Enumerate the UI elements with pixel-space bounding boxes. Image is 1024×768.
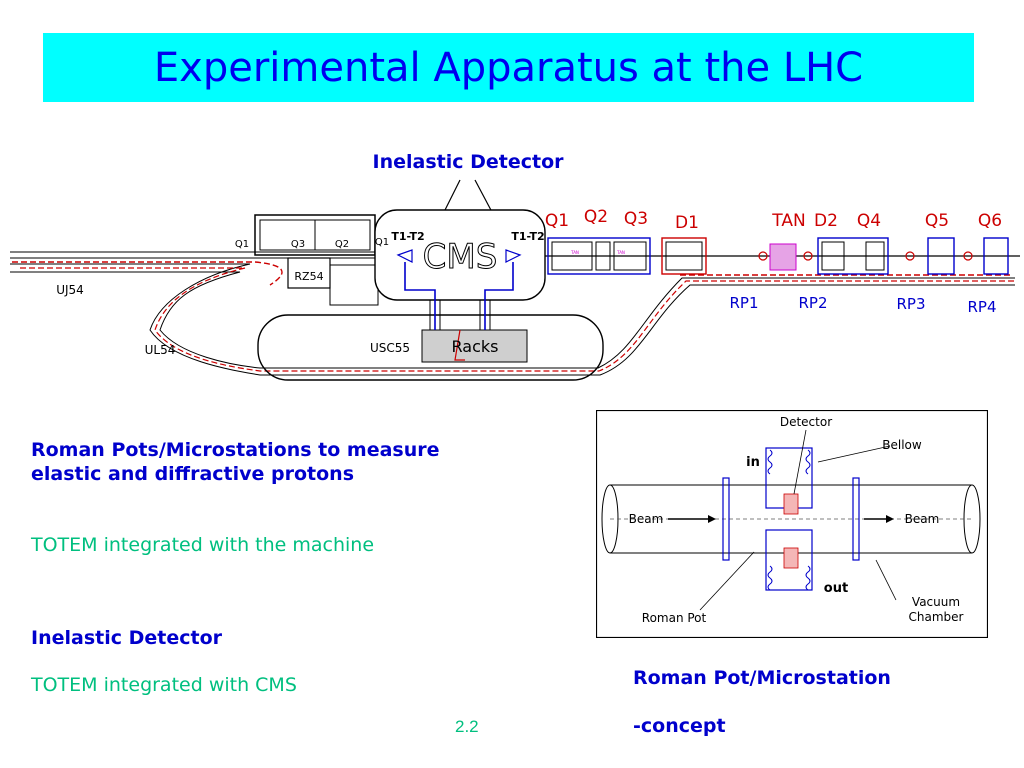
svg-text:Q3: Q3 bbox=[291, 239, 305, 250]
svg-text:Q1: Q1 bbox=[545, 211, 569, 231]
slide-number: 2.2 bbox=[455, 717, 479, 736]
svg-text:Vacuum: Vacuum bbox=[912, 595, 960, 609]
svg-text:Q5: Q5 bbox=[925, 211, 949, 231]
svg-text:RP3: RP3 bbox=[896, 295, 925, 313]
totem-cms-text: TOTEM integrated with CMS bbox=[31, 674, 297, 696]
svg-text:Q3: Q3 bbox=[624, 209, 648, 229]
svg-text:Q1: Q1 bbox=[375, 237, 389, 248]
svg-text:Bellow: Bellow bbox=[882, 438, 922, 452]
svg-text:Roman Pot: Roman Pot bbox=[642, 611, 707, 625]
svg-text:out: out bbox=[824, 581, 848, 596]
svg-text:Q2: Q2 bbox=[584, 207, 608, 227]
roman-pot-concept-diagram: Detector Bellow in out Beam Beam Roman P… bbox=[596, 410, 988, 638]
roman-pots-text: Roman Pots/Microstations to measure elas… bbox=[31, 439, 440, 485]
svg-text:CMS: CMS bbox=[423, 237, 498, 277]
svg-text:TAN: TAN bbox=[616, 250, 625, 255]
svg-text:Beam: Beam bbox=[629, 512, 664, 526]
svg-text:D1: D1 bbox=[675, 213, 699, 233]
lhc-layout-diagram: Inelastic Detector T1-T2 T1-T2 CMS Racks… bbox=[10, 151, 1020, 381]
svg-text:Chamber: Chamber bbox=[909, 610, 964, 624]
svg-text:Detector: Detector bbox=[780, 415, 832, 429]
svg-text:UL54: UL54 bbox=[145, 343, 176, 357]
svg-text:Q2: Q2 bbox=[335, 239, 349, 250]
svg-text:RP1: RP1 bbox=[729, 294, 758, 312]
title-banner: Experimental Apparatus at the LHC bbox=[43, 33, 974, 102]
svg-text:in: in bbox=[746, 455, 760, 470]
svg-text:TAN: TAN bbox=[771, 211, 805, 231]
svg-text:Racks: Racks bbox=[452, 337, 499, 356]
svg-text:USC55: USC55 bbox=[370, 341, 410, 355]
svg-text:TAN: TAN bbox=[570, 250, 579, 255]
svg-text:RP4: RP4 bbox=[967, 298, 996, 316]
svg-text:RP2: RP2 bbox=[798, 294, 827, 312]
svg-text:Beam: Beam bbox=[905, 512, 940, 526]
svg-text:Q4: Q4 bbox=[857, 211, 881, 231]
svg-text:RZ54: RZ54 bbox=[294, 270, 323, 283]
svg-text:UJ54: UJ54 bbox=[56, 283, 84, 297]
svg-text:T1-T2: T1-T2 bbox=[511, 230, 544, 243]
slide-title: Experimental Apparatus at the LHC bbox=[153, 44, 864, 91]
concept-caption-line2: -concept bbox=[633, 715, 726, 737]
svg-text:Q1: Q1 bbox=[235, 239, 249, 250]
totem-machine-text: TOTEM integrated with the machine bbox=[31, 534, 375, 556]
inelastic-detector-heading: Inelastic Detector bbox=[373, 151, 565, 173]
svg-text:Q6: Q6 bbox=[978, 211, 1002, 231]
concept-caption-line1: Roman Pot/Microstation bbox=[633, 667, 891, 689]
svg-text:T1-T2: T1-T2 bbox=[391, 230, 424, 243]
inelastic-text: Inelastic Detector bbox=[31, 627, 222, 649]
svg-text:D2: D2 bbox=[814, 211, 838, 231]
